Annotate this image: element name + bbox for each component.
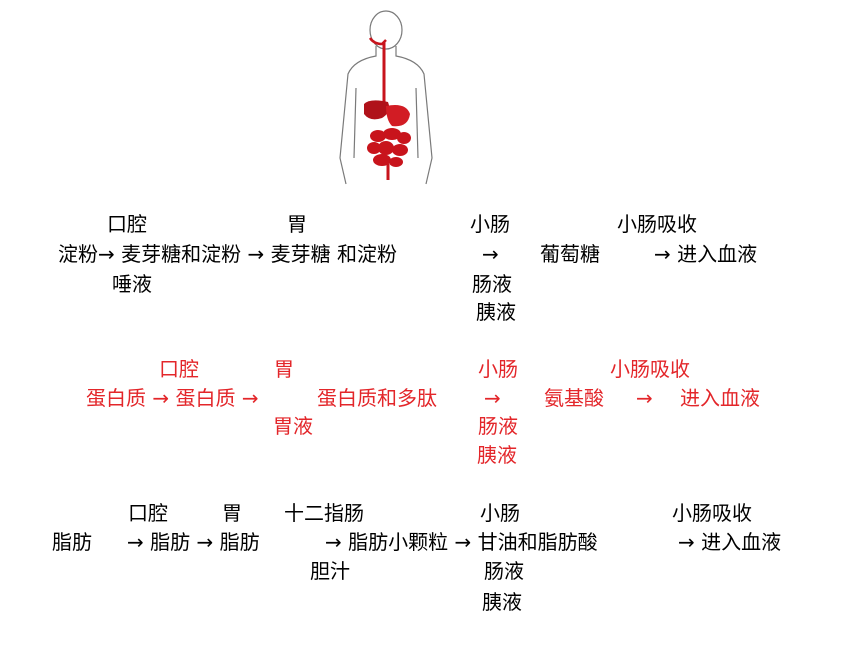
protein-arrow-1: → xyxy=(484,386,501,410)
mouth-pharynx xyxy=(368,37,387,46)
fat-chain-2: → 脂肪小颗粒 → 甘油和脂肪酸 xyxy=(325,530,598,554)
protein-polypeptide: 蛋白质和多肽 xyxy=(317,386,437,410)
protein-arrow-2: → xyxy=(636,386,653,410)
protein-label-absorption: 小肠吸收 xyxy=(610,357,690,381)
liver xyxy=(364,100,390,120)
starch-label-stomach: 胃 xyxy=(287,212,307,236)
torso-outline xyxy=(339,46,433,185)
digestive-system-figure xyxy=(339,10,433,185)
fat-start: 脂肪 xyxy=(52,530,92,554)
fat-enzyme-intestinal-juice: 肠液 xyxy=(484,559,524,583)
fat-label-stomach: 胃 xyxy=(222,501,242,525)
protein-chain: 蛋白质 → 蛋白质 → xyxy=(86,386,259,410)
protein-into-blood: 进入血液 xyxy=(680,386,760,410)
starch-into-blood: → 进入血液 xyxy=(654,242,758,266)
starch-chain: 淀粉→ 麦芽糖和淀粉 → 麦芽糖 和淀粉 xyxy=(58,242,397,266)
fat-label-absorption: 小肠吸收 xyxy=(672,501,752,525)
intestines xyxy=(367,128,411,167)
stomach xyxy=(386,105,410,127)
fat-chain-1: → 脂肪 → 脂肪 xyxy=(127,530,260,554)
starch-label-mouth: 口腔 xyxy=(107,212,147,236)
fat-enzyme-bile: 胆汁 xyxy=(310,559,350,583)
arm-line-right xyxy=(415,87,419,159)
protein-enzyme-gastric-juice: 胃液 xyxy=(273,414,313,438)
starch-arrow: → xyxy=(482,242,499,266)
starch-enzyme-pancreatic-juice: 胰液 xyxy=(476,300,516,324)
protein-product-amino-acid: 氨基酸 xyxy=(544,386,604,410)
starch-enzyme-saliva: 唾液 xyxy=(112,272,152,296)
fat-label-small-intestine: 小肠 xyxy=(480,501,520,525)
protein-enzyme-pancreatic-juice: 胰液 xyxy=(477,443,517,467)
starch-label-small-intestine: 小肠 xyxy=(470,212,510,236)
protein-enzyme-intestinal-juice: 肠液 xyxy=(478,414,518,438)
fat-enzyme-pancreatic-juice: 胰液 xyxy=(482,590,522,614)
starch-product-glucose: 葡萄糖 xyxy=(540,242,600,266)
protein-label-mouth: 口腔 xyxy=(159,357,199,381)
fat-label-duodenum: 十二指肠 xyxy=(284,501,364,525)
fat-into-blood: → 进入血液 xyxy=(678,530,782,554)
starch-enzyme-intestinal-juice: 肠液 xyxy=(472,272,512,296)
head-outline xyxy=(369,10,403,50)
fat-label-mouth: 口腔 xyxy=(128,501,168,525)
starch-label-absorption: 小肠吸收 xyxy=(617,212,697,236)
protein-label-small-intestine: 小肠 xyxy=(478,357,518,381)
protein-label-stomach: 胃 xyxy=(274,357,294,381)
arm-line-left xyxy=(353,87,357,159)
